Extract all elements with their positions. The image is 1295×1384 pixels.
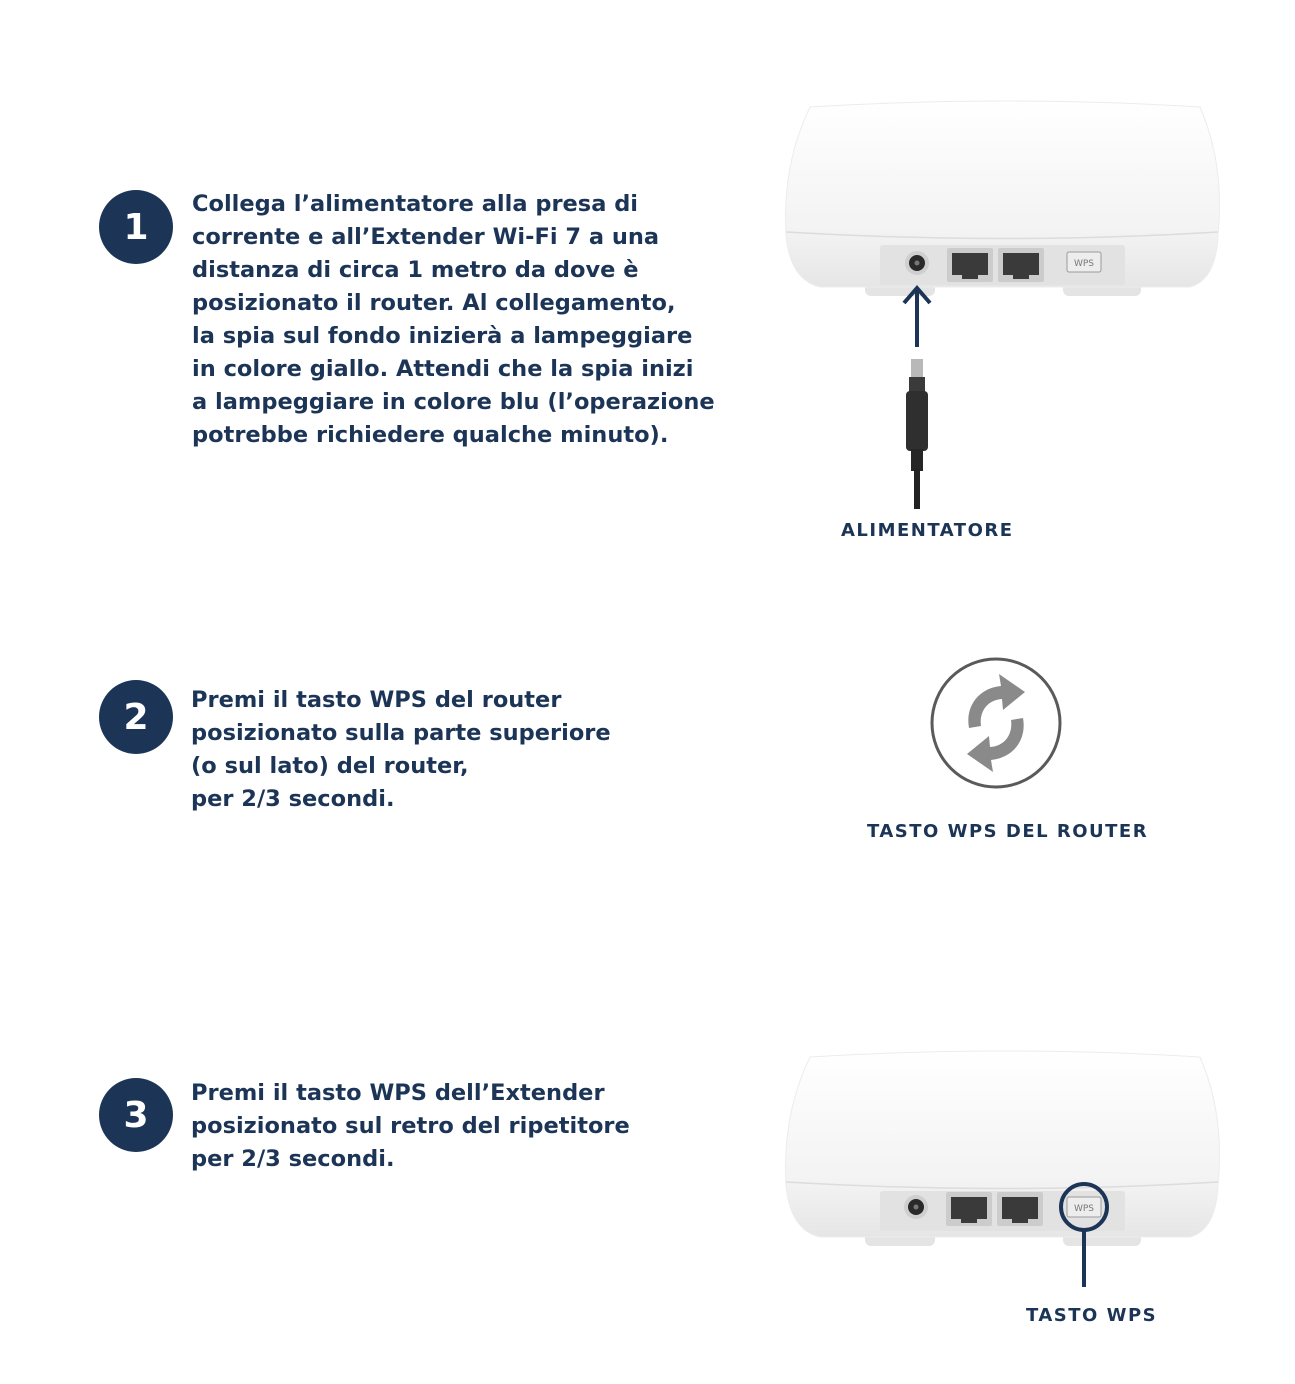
router-wps-label: TASTO WPS DEL ROUTER — [867, 821, 1149, 842]
step-3-number: 3 — [99, 1078, 173, 1152]
svg-text:WPS: WPS — [1074, 259, 1094, 269]
power-supply-label: ALIMENTATORE — [841, 520, 1014, 541]
ethernet-port-icon — [997, 1192, 1043, 1226]
step-2-number: 2 — [99, 680, 173, 754]
svg-text:WPS: WPS — [1074, 1204, 1094, 1214]
highlight-circle-icon — [1059, 1182, 1109, 1287]
wps-button: WPS — [1066, 251, 1102, 273]
step-1-instructions: Collega l’alimentatore alla presa di cor… — [192, 191, 715, 448]
power-port-icon — [905, 251, 929, 275]
extender-device-image-3: WPS — [785, 1050, 1220, 1287]
extender-device-image-1: WPS — [785, 100, 1220, 509]
wps-icon — [930, 657, 1062, 789]
step-1-number: 1 — [99, 190, 173, 264]
step-2-instructions: Premi il tasto WPS del router posizionat… — [191, 687, 611, 812]
ethernet-port-icon — [946, 1192, 992, 1226]
wps-button: WPS — [1066, 1196, 1102, 1218]
extender-wps-label: TASTO WPS — [1026, 1305, 1158, 1326]
arrow-up-icon — [902, 284, 932, 347]
power-plug-icon — [906, 359, 928, 509]
power-port-icon — [904, 1195, 928, 1219]
step-3-instructions: Premi il tasto WPS dell’Extender posizio… — [191, 1080, 630, 1172]
ethernet-port-icon — [947, 248, 993, 282]
ethernet-port-icon — [998, 248, 1044, 282]
